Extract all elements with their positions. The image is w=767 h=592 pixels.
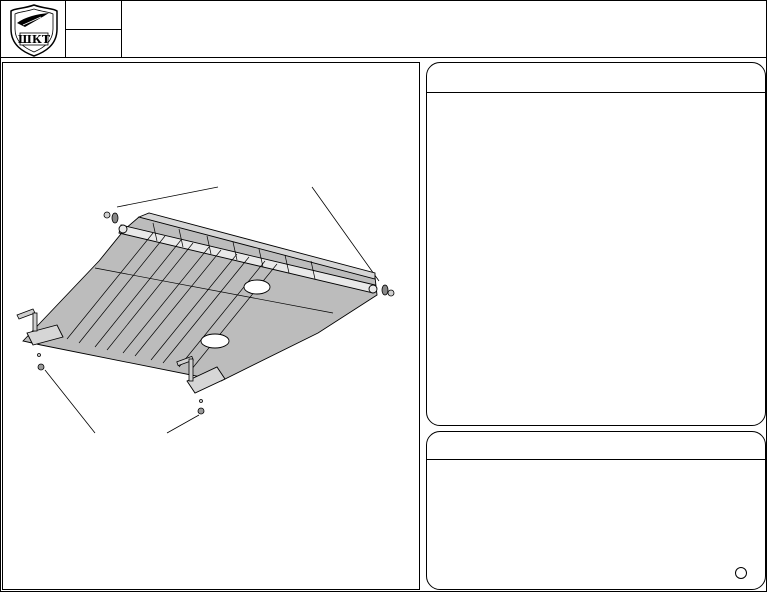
circle-marker-icon bbox=[735, 567, 747, 579]
notes-panel bbox=[426, 431, 766, 590]
notes-panel-header bbox=[427, 432, 765, 460]
svg-text:ШКТ: ШКТ bbox=[18, 33, 51, 46]
code-cell-top bbox=[65, 0, 122, 30]
drawing-panel bbox=[2, 62, 420, 590]
hardware bbox=[16, 211, 395, 415]
code-cell-bottom bbox=[65, 29, 122, 58]
shield-logo-icon: ШКТ bbox=[10, 4, 58, 57]
leader-lines bbox=[44, 186, 380, 434]
skid-plate-drawing-icon bbox=[16, 186, 395, 434]
parts-panel-header bbox=[427, 63, 765, 93]
logo-cell: ШКТ bbox=[0, 0, 66, 58]
title-cell bbox=[121, 0, 767, 58]
skid-plate bbox=[22, 212, 378, 394]
parts-panel bbox=[426, 62, 766, 426]
